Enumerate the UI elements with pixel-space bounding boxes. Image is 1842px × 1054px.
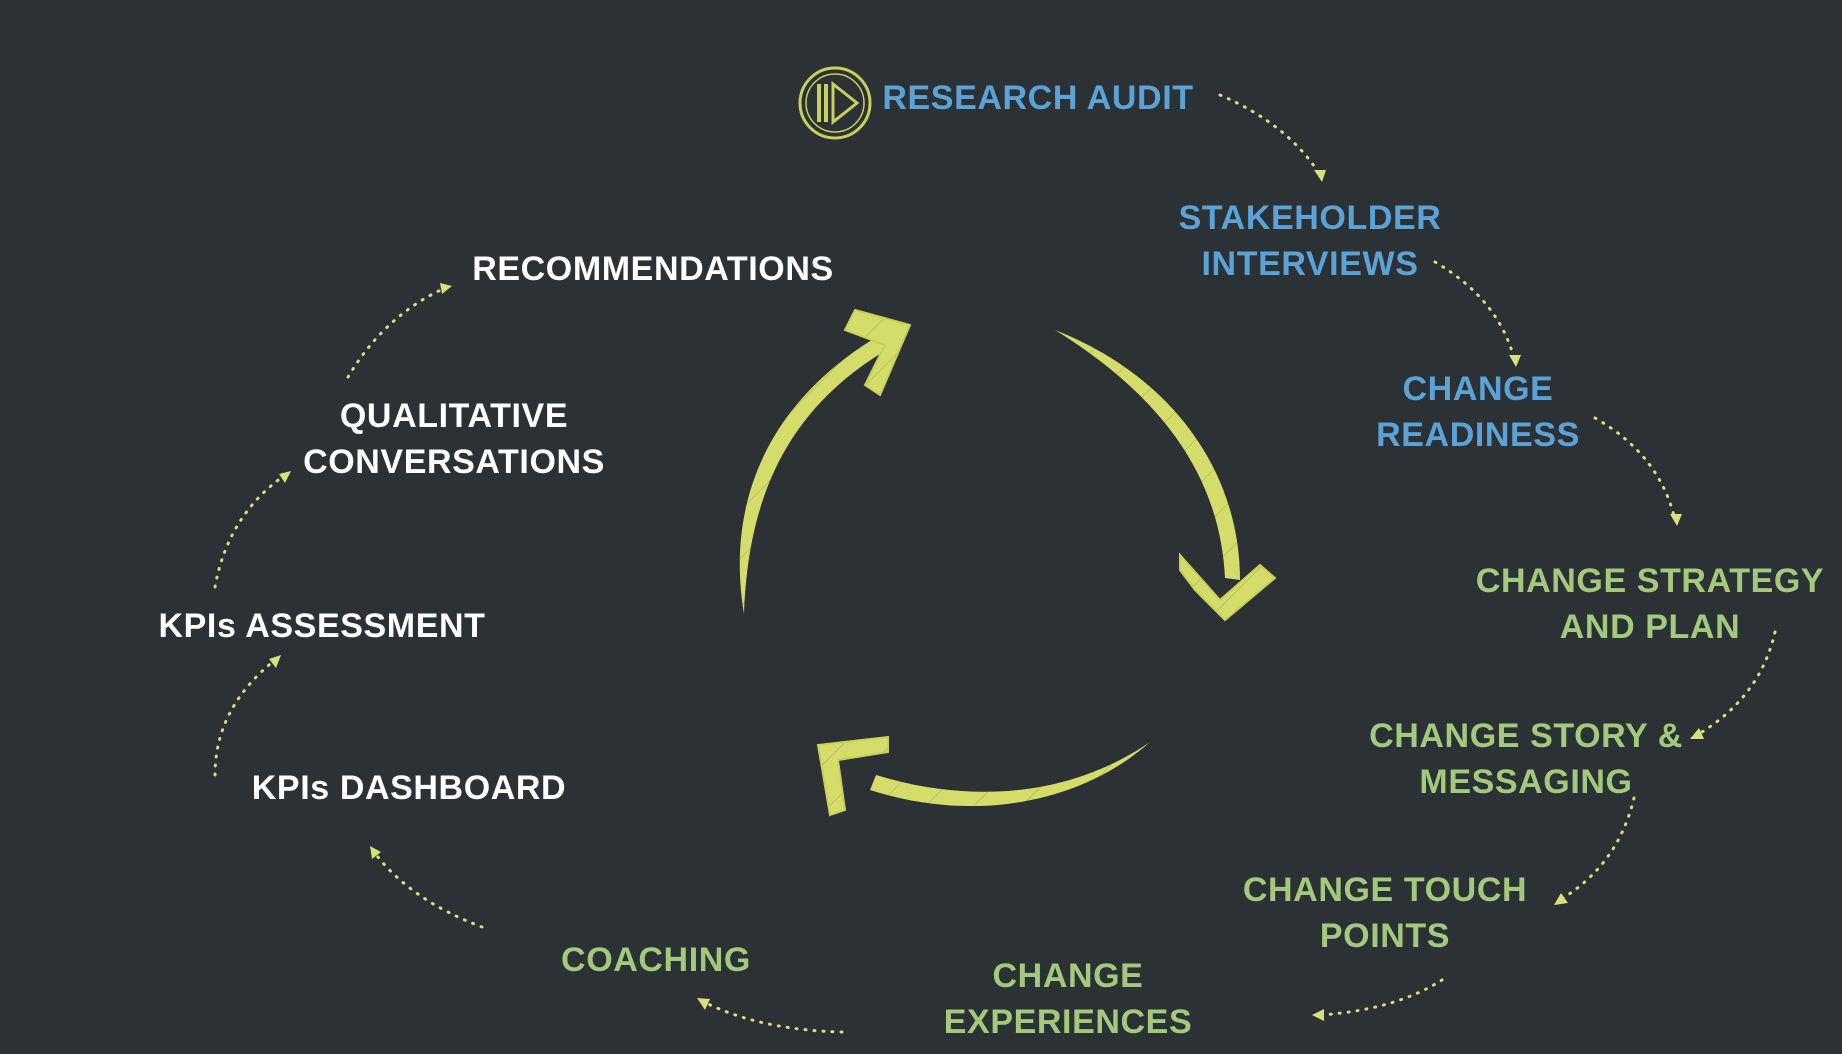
step-qualitative-conversations: QUALITATIVE CONVERSATIONS	[303, 393, 605, 485]
step-label: POINTS	[1319, 917, 1451, 955]
step-label: AND PLAN	[1559, 608, 1741, 646]
step-kpis-assessment: KPIs ASSESSMENT	[158, 603, 485, 649]
step-label: CONVERSATIONS	[303, 443, 605, 481]
step-label: STAKEHOLDER	[1178, 199, 1442, 237]
step-label: INTERVIEWS	[1201, 245, 1419, 283]
dotted-connectors	[213, 93, 1777, 1034]
step-label: EXPERIENCES	[943, 1003, 1193, 1041]
step-recommendations: RECOMMENDATIONS	[472, 246, 834, 292]
step-change-touch-points: CHANGE TOUCH POINTS	[1243, 867, 1527, 959]
cycle-arrow-top-left	[739, 308, 912, 614]
step-change-readiness: CHANGE READINESS	[1376, 366, 1580, 458]
step-label: CHANGE	[992, 957, 1144, 995]
play-circle-icon	[798, 66, 872, 140]
step-stakeholder-interviews: STAKEHOLDER INTERVIEWS	[1179, 195, 1442, 287]
step-change-strategy: CHANGE STRATEGY AND PLAN	[1476, 558, 1824, 650]
step-label: CHANGE STRATEGY	[1475, 562, 1825, 600]
step-kpis-dashboard: KPIs DASHBOARD	[252, 765, 566, 811]
step-label: READINESS	[1376, 416, 1580, 454]
cycle-arrow-right	[1055, 330, 1277, 622]
step-label: CHANGE	[1402, 370, 1554, 408]
step-label: COACHING	[561, 941, 751, 979]
step-coaching: COACHING	[561, 937, 751, 983]
step-label: RECOMMENDATIONS	[472, 250, 834, 288]
step-change-experiences: CHANGE EXPERIENCES	[944, 953, 1192, 1045]
step-change-story: CHANGE STORY & MESSAGING	[1369, 713, 1683, 805]
step-label: KPIs ASSESSMENT	[158, 607, 486, 645]
step-label: RESEARCH AUDIT	[882, 79, 1194, 117]
step-label: CHANGE STORY &	[1369, 717, 1683, 755]
step-label: KPIs DASHBOARD	[251, 769, 567, 807]
step-research-audit: RESEARCH AUDIT	[882, 75, 1193, 121]
step-label: MESSAGING	[1419, 763, 1633, 801]
step-label: CHANGE TOUCH	[1242, 871, 1528, 909]
step-label: QUALITATIVE	[339, 397, 569, 435]
cycle-arrow-bottom	[816, 735, 1150, 817]
